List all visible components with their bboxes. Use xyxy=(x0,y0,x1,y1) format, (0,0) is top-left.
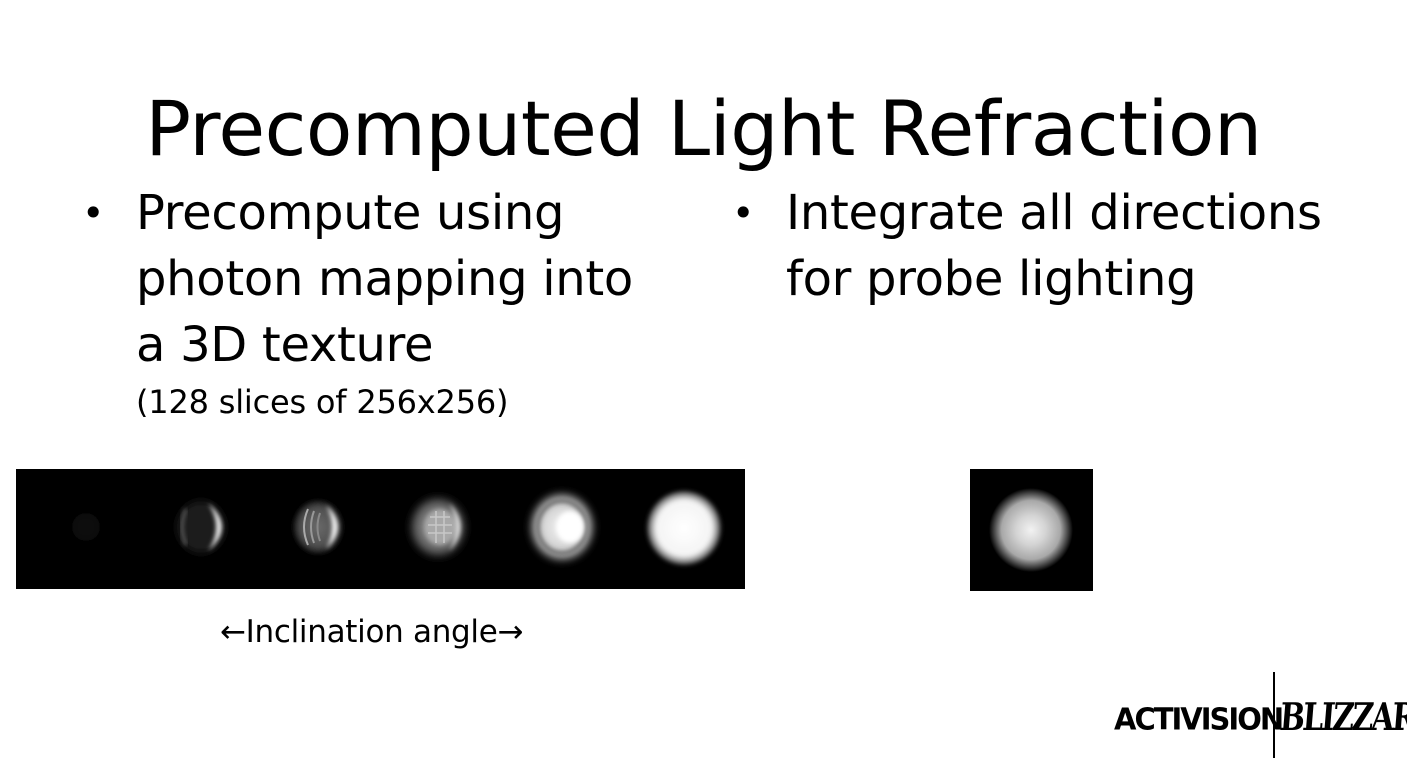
texture-slice xyxy=(72,513,100,541)
probe-lighting-svg xyxy=(989,488,1073,572)
activision-logo: ACTIVISION xyxy=(1114,701,1284,737)
bullet-line: a 3D texture xyxy=(136,317,434,373)
bullet-line: for probe lighting xyxy=(786,251,1197,307)
texture-slice xyxy=(293,500,343,554)
left-bullet-column: • Precompute using photon mapping into a… xyxy=(82,180,712,426)
bullet-dot-icon: • xyxy=(82,191,105,235)
texture-slices-image xyxy=(16,469,745,589)
texture-slice xyxy=(410,497,466,557)
bullet-item-precompute: • Precompute using photon mapping into a… xyxy=(82,180,712,378)
bullet-line: photon mapping into xyxy=(136,251,633,307)
blizzard-logo: BLIZZARD xyxy=(1278,694,1407,739)
bullet-line: Precompute using xyxy=(136,185,565,241)
activision-blizzard-logo: ACTIVISION BLIZZARD xyxy=(1110,672,1407,758)
bullet-line: Integrate all directions xyxy=(786,185,1322,241)
slide-title: Precomputed Light Refraction xyxy=(145,83,1262,173)
bullet-text: Integrate all directions for probe light… xyxy=(786,180,1322,312)
bullet-subtext: (128 slices of 256x256) xyxy=(136,383,509,421)
texture-slice xyxy=(530,493,594,561)
bullet-item-integrate: • Integrate all directions for probe lig… xyxy=(732,180,1372,312)
logo-divider xyxy=(1273,672,1275,758)
texture-slice xyxy=(177,501,225,553)
inclination-angle-caption: ←Inclination angle→ xyxy=(220,614,524,650)
bullet-dot-icon: • xyxy=(732,191,755,235)
right-bullet-column: • Integrate all directions for probe lig… xyxy=(732,180,1372,312)
texture-slices-svg xyxy=(72,491,721,565)
texture-slice xyxy=(647,491,721,565)
probe-lighting-image xyxy=(970,469,1093,591)
bullet-text: Precompute using photon mapping into a 3… xyxy=(136,180,633,378)
